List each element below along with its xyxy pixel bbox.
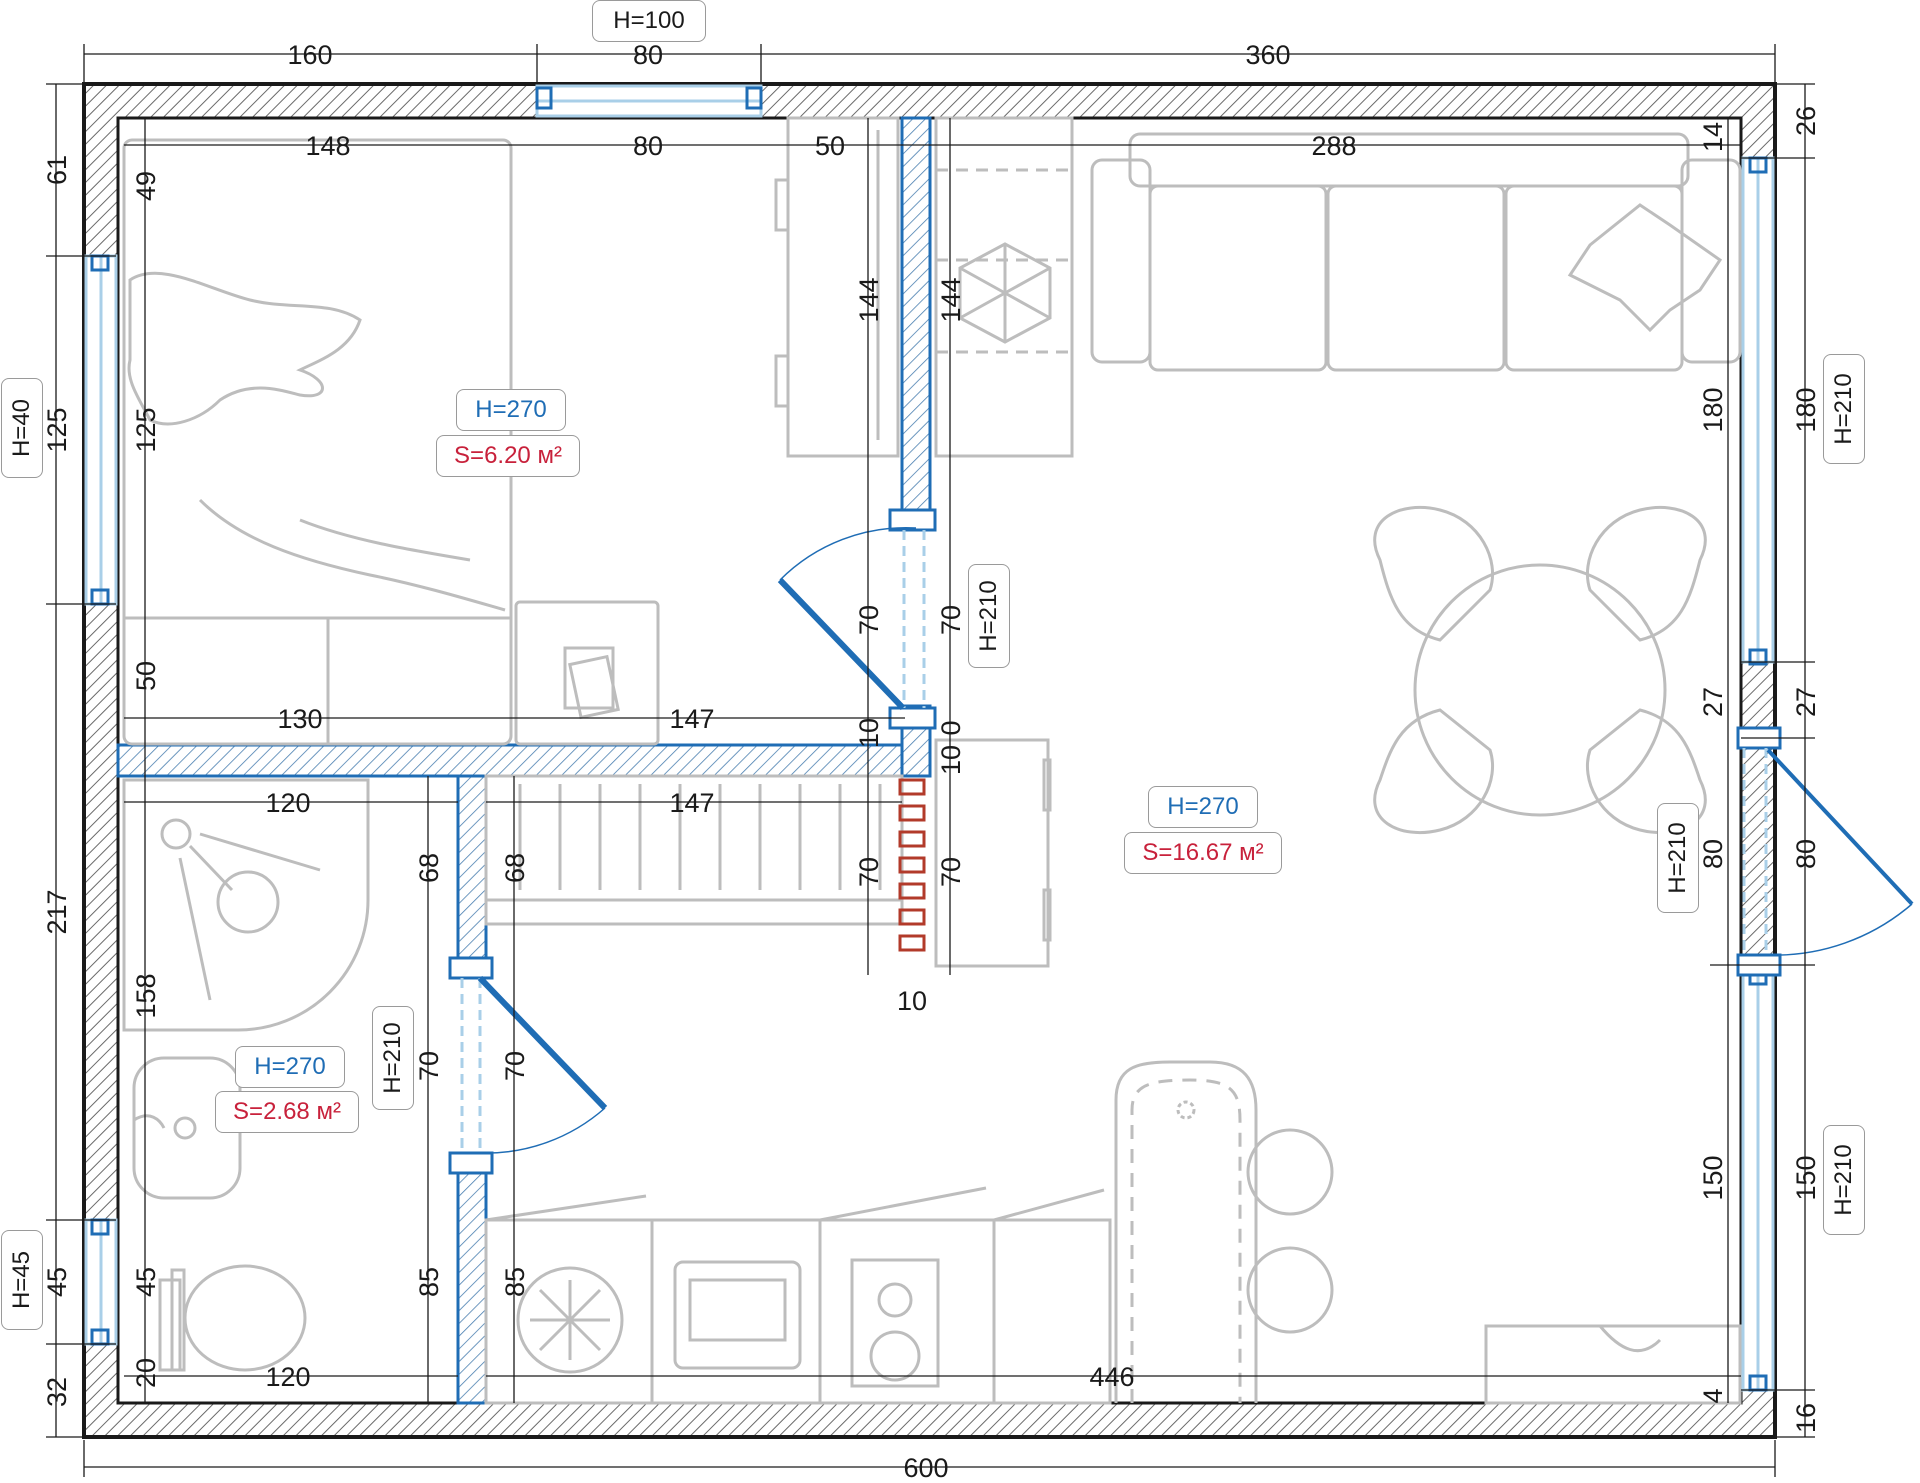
bedroom-height-label: H=270 (456, 389, 566, 431)
left-window-height-tag: H=40 (1, 378, 43, 478)
dim-right-150-out: 150 (1791, 1155, 1821, 1200)
bar-counter (1114, 1060, 1334, 1403)
bath-door-height-tag: H=210 (372, 1006, 414, 1110)
dim-left-61: 61 (42, 155, 72, 185)
dim-bed-147: 147 (669, 704, 714, 734)
dim-in-288: 288 (1311, 131, 1356, 161)
dim-rad-70-l: 70 (854, 857, 884, 887)
dim-in-50-left: 50 (131, 661, 161, 691)
dim-wall-144-r: 144 (936, 277, 966, 322)
dimension-labels: 160 80 360 148 80 50 288 600 130 147 120… (42, 40, 1821, 1483)
dim-bottom-600: 600 (903, 1453, 948, 1483)
window-left (84, 254, 118, 606)
window-right-lower (1741, 968, 1775, 1392)
dresser (934, 738, 1052, 968)
dim-kitchen-446: 446 (1089, 1362, 1134, 1392)
dim-bath-68-r: 68 (500, 853, 530, 883)
window-right-upper (1741, 156, 1775, 666)
dim-bed-130: 130 (277, 704, 322, 734)
bath-window-height-tag: H=45 (1, 1230, 43, 1330)
dim-bdoor-70-r: 70 (500, 1051, 530, 1081)
dim-door-70-l: 70 (854, 605, 884, 635)
right-window-lower-height-tag: H=210 (1823, 1125, 1865, 1235)
dim-right-180-in: 180 (1698, 387, 1728, 432)
dim-wall-144-l: 144 (854, 277, 884, 322)
window-top (535, 84, 763, 118)
dim-right-26: 26 (1791, 106, 1821, 136)
door-bedroom (777, 508, 937, 730)
dim-left-125: 125 (42, 407, 72, 452)
bathroom-area-label: S=2.68 м² (215, 1091, 359, 1133)
dim-right-80-in: 80 (1698, 839, 1728, 869)
bedroom-door-height-tag: H=210 (968, 564, 1010, 668)
dim-door-70-r: 70 (936, 605, 966, 635)
dim-bath-68-l: 68 (414, 853, 444, 883)
dim-bath-85-r: 85 (500, 1267, 530, 1297)
dimension-lines (46, 44, 1815, 1477)
nightstand (514, 600, 660, 746)
dim-gap-0: 0 (936, 720, 966, 735)
dim-top-160: 160 (287, 40, 332, 70)
kitchen-counter (484, 1186, 1112, 1405)
dim-corr-147-top: 147 (669, 788, 714, 818)
tv-stand (1484, 1324, 1742, 1405)
dim-in-158: 158 (131, 973, 161, 1018)
dim-in-14: 14 (1698, 122, 1728, 152)
dim-in-50: 50 (815, 131, 845, 161)
dim-left-45: 45 (42, 1267, 72, 1297)
dim-in-45: 45 (131, 1267, 161, 1297)
dim-top-80: 80 (633, 40, 663, 70)
sofa (1090, 132, 1742, 372)
dim-left-217: 217 (42, 889, 72, 934)
dim-top-360: 360 (1245, 40, 1290, 70)
dim-bath-85-l: 85 (414, 1267, 444, 1297)
dim-gap-10-a: 10 (854, 718, 884, 748)
dim-right-27-out: 27 (1791, 687, 1821, 717)
right-window-upper-height-tag: H=210 (1823, 354, 1865, 464)
dim-right-150-in: 150 (1698, 1155, 1728, 1200)
dim-left-32: 32 (42, 1377, 72, 1407)
dim-in-49: 49 (131, 171, 161, 201)
interior-partitions (116, 116, 932, 1405)
dining-table (1373, 505, 1707, 835)
door-entrance (1736, 726, 1914, 977)
dim-bdoor-70-l: 70 (414, 1051, 444, 1081)
dim-in-148: 148 (305, 131, 350, 161)
living-height-label: H=270 (1148, 786, 1258, 828)
top-window-height-tag: H=100 (592, 0, 706, 42)
radiator (898, 778, 926, 952)
toilet (158, 1264, 307, 1372)
dim-gap-10-bottom: 10 (897, 986, 927, 1016)
bathroom-height-label: H=270 (235, 1046, 345, 1088)
door-bathroom (448, 956, 608, 1175)
dim-right-180-out: 180 (1791, 387, 1821, 432)
window-bath (84, 1218, 118, 1346)
dim-in-125: 125 (131, 407, 161, 452)
dim-bath-120-top: 120 (265, 788, 310, 818)
dim-in-20: 20 (131, 1358, 161, 1388)
living-area-label: S=16.67 м² (1124, 832, 1282, 874)
dim-right-27-in: 27 (1698, 687, 1728, 717)
dim-in-80: 80 (633, 131, 663, 161)
bedroom-area-label: S=6.20 м² (436, 435, 580, 477)
dim-bath-120-bottom: 120 (265, 1362, 310, 1392)
wardrobe (774, 116, 900, 458)
dim-right-4: 4 (1698, 1388, 1728, 1403)
dim-right-16: 16 (1791, 1403, 1821, 1433)
entrance-door-height-tag: H=210 (1657, 803, 1699, 913)
shoe-cabinet (934, 116, 1074, 458)
dim-gap-10-b: 10 (936, 745, 966, 775)
dim-right-80-out: 80 (1791, 839, 1821, 869)
shower (122, 778, 370, 1032)
dim-rad-70-r: 70 (936, 857, 966, 887)
